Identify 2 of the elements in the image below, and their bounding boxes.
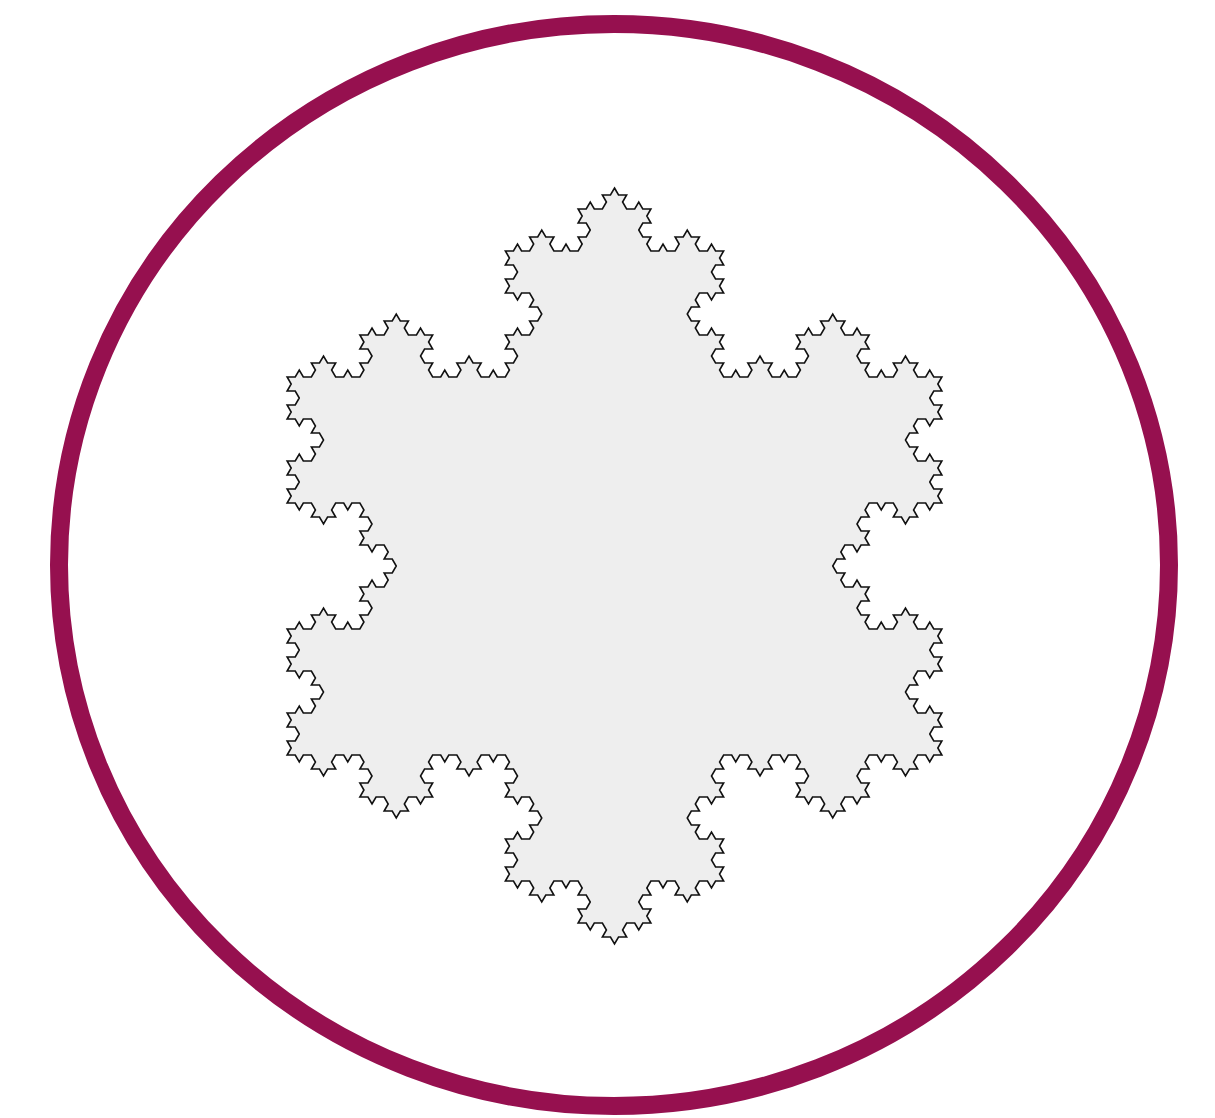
snowflake-drawing xyxy=(287,188,942,944)
circle-outline xyxy=(50,15,1178,1115)
